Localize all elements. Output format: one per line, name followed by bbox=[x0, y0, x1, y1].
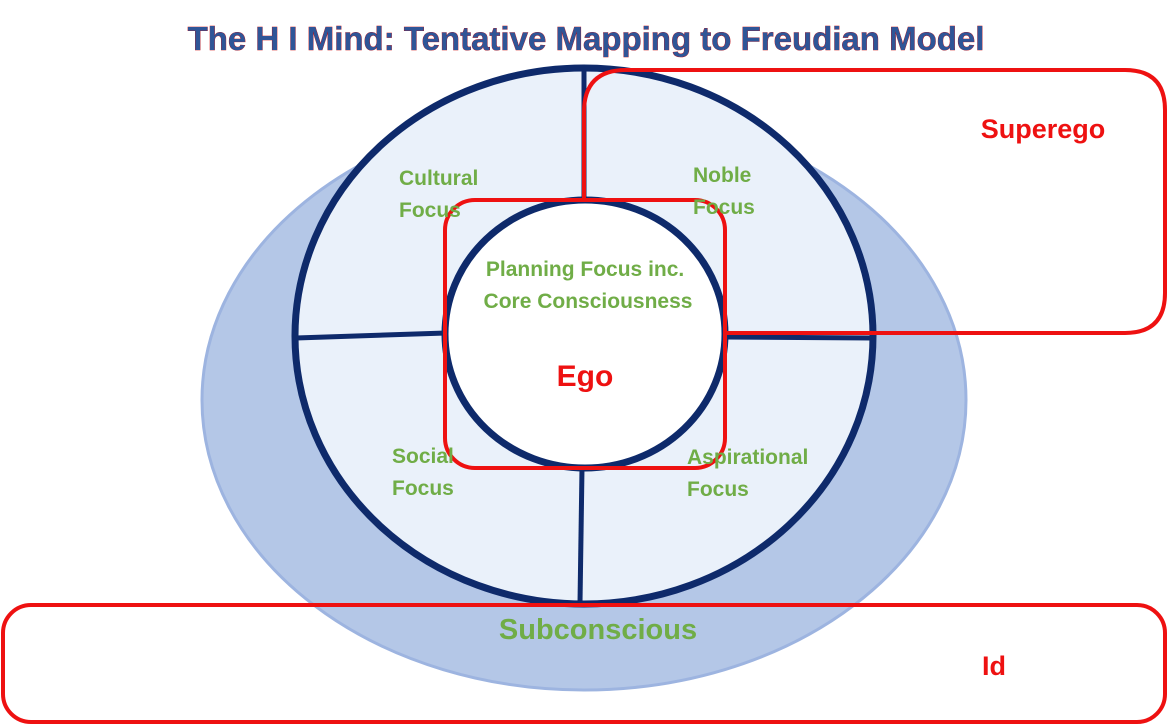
noble-focus-label: Noble Focus bbox=[693, 164, 757, 219]
superego-box bbox=[582, 68, 1167, 335]
divider-left bbox=[295, 330, 447, 341]
superego-label: Superego bbox=[981, 114, 1106, 144]
social-focus-label: Social Focus bbox=[392, 445, 460, 500]
cultural-focus-label: Cultural Focus bbox=[399, 167, 484, 222]
id-label: Id bbox=[982, 651, 1006, 681]
divider-right bbox=[723, 334, 873, 341]
core-circle bbox=[441, 196, 729, 472]
aspirational-focus-label: Aspirational Focus bbox=[687, 446, 814, 501]
ego-label: Ego bbox=[557, 360, 614, 393]
id-box bbox=[1, 603, 1167, 724]
diagram-title: The H I Mind: Tentative Mapping to Freud… bbox=[188, 20, 985, 57]
subconscious-label: Subconscious bbox=[499, 614, 697, 646]
core-consciousness-label: Planning Focus inc. Core Consciousness bbox=[484, 258, 693, 313]
divider-bottom bbox=[577, 467, 585, 604]
